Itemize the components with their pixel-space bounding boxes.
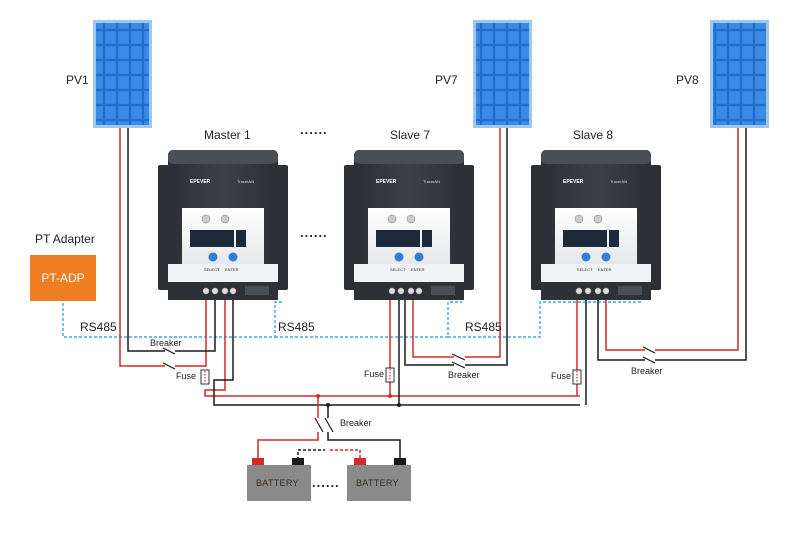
select-button-slave-7: SELECT: [390, 267, 406, 272]
fuse-symbols: [200, 367, 582, 385]
pv8-label: PV8: [676, 73, 699, 87]
battery-1: [247, 458, 311, 501]
enter-button-slave-8: ENTER: [598, 267, 612, 272]
brand-logo-slave-7: EPEVER: [376, 179, 397, 185]
charge-controller-slave-7: [343, 149, 475, 301]
pv1-label: PV1: [66, 73, 89, 87]
ellipsis-batteries: ......: [312, 475, 340, 490]
battery-2: [347, 458, 411, 501]
charge-controller-master-1: [158, 150, 288, 300]
breaker-label-master: Breaker: [150, 338, 182, 348]
model-slave-8: TracerAN: [610, 179, 627, 184]
wiring: [119, 128, 747, 460]
charge-controller-slave-8: [530, 149, 662, 301]
fuse-label-slave-8: Fuse: [551, 371, 572, 381]
pt-adapter-box: PT-ADP: [30, 255, 96, 301]
controller-title-master-1: Master 1: [204, 128, 251, 142]
enter-button-slave-7: ENTER: [411, 267, 425, 272]
solar-panel-pv1: [93, 20, 152, 128]
pt-adapter-label: PT-ADP: [41, 271, 85, 285]
controller-title-slave-8: Slave 8: [573, 128, 614, 142]
pv7-label: PV7: [435, 73, 458, 87]
brand-logo-master: EPEVER: [190, 179, 211, 185]
breaker-label-slave-8: Breaker: [631, 366, 663, 376]
rs485-bus: [62, 301, 642, 338]
fuse-elements: [204, 369, 578, 383]
junction-dots: [316, 394, 401, 407]
breaker-label-slave-7: Breaker: [448, 370, 480, 380]
ellipsis-top: ......: [300, 122, 328, 137]
pt-adapter-caption: PT Adapter: [35, 232, 95, 246]
fuse-label-slave-7: Fuse: [364, 369, 385, 379]
model-slave-7: TracerAN: [423, 179, 440, 184]
ellipsis-middle: ......: [300, 225, 328, 240]
battery-label-1: BATTERY: [256, 478, 299, 488]
breaker-label-battery: Breaker: [340, 418, 372, 428]
select-button-slave-8: SELECT: [577, 267, 593, 272]
fuse-label-master: Fuse: [176, 371, 197, 381]
enter-button-master: ENTER: [225, 267, 239, 272]
breaker-symbols: [162, 346, 656, 433]
controller-title-slave-7: Slave 7: [390, 128, 431, 142]
rs485-label-1: RS485: [80, 320, 117, 334]
solar-panel-pv7: [473, 20, 532, 128]
rs485-label-3: RS485: [465, 320, 502, 334]
select-button-master: SELECT: [204, 267, 220, 272]
rs485-label-2: RS485: [278, 320, 315, 334]
battery-label-2: BATTERY: [356, 478, 399, 488]
solar-panel-pv8: [710, 20, 769, 128]
model-master: TracerAN: [237, 179, 254, 184]
brand-logo-slave-8: EPEVER: [563, 179, 584, 185]
